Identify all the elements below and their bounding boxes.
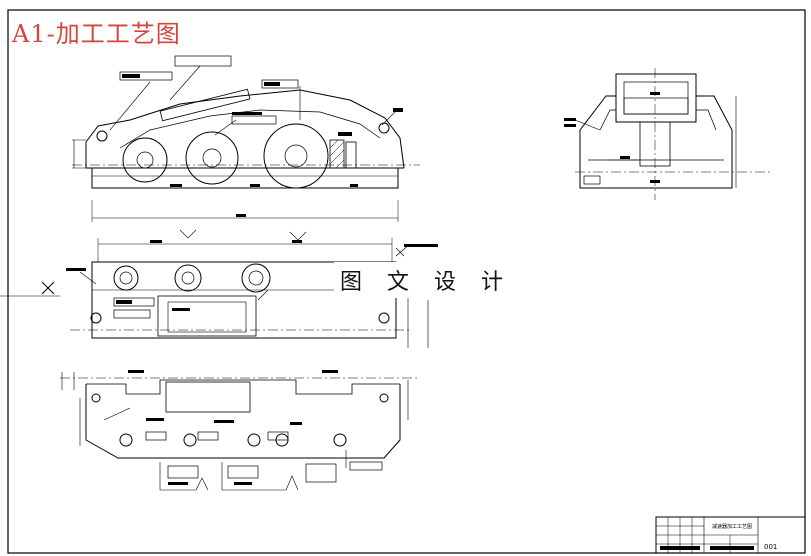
sheet-border bbox=[7, 9, 806, 554]
sheet-title: A1-加工工艺图 bbox=[12, 20, 181, 48]
side-view bbox=[564, 68, 772, 200]
front-view-assembly bbox=[72, 55, 420, 222]
title-block-drawing-name: 减速器加工工艺图 bbox=[712, 524, 753, 530]
watermark-text: 图 文 设 计 bbox=[334, 262, 518, 298]
title-block-drawing-code: 001 bbox=[764, 543, 778, 551]
top-view-upper bbox=[0, 229, 438, 348]
bottom-view bbox=[60, 370, 420, 491]
title-block bbox=[655, 516, 806, 554]
